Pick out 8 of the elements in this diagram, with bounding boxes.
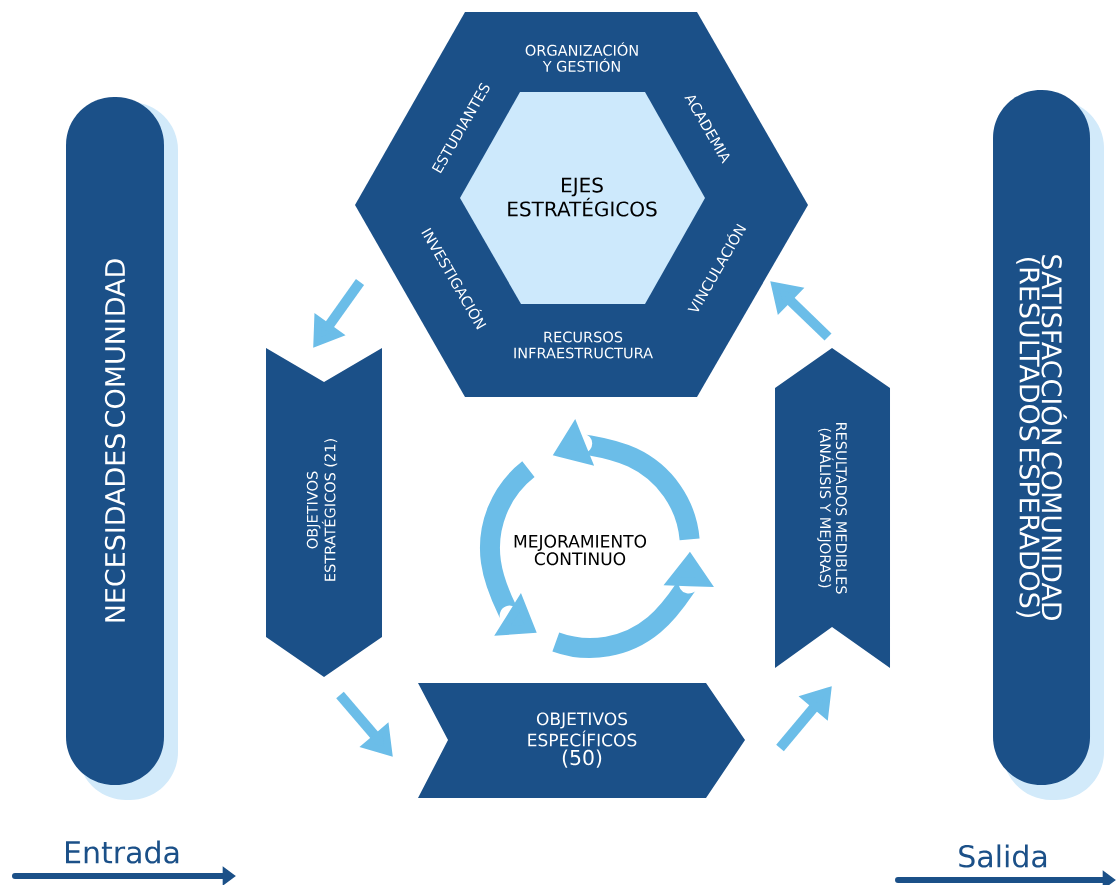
- chevron-banner: RESULTADOS MEDIBLES (ANÁLISIS Y MEJORAS): [775, 348, 890, 668]
- cycle-label: MEJORAMIENTO CONTINUO: [514, 534, 647, 566]
- pill-box: NECESIDADES COMUNIDAD: [66, 97, 178, 800]
- input-label: Entrada: [66, 840, 179, 864]
- pill-box: SATISFACCIÓN COMUNIDAD (RESULTADOS ESPERADOS): [993, 90, 1104, 800]
- chevron-banner: OBJETIVOS ESTRATÉGICOS (21): [266, 348, 382, 677]
- output-label: Salida: [959, 844, 1047, 868]
- chevron-banner: OBJETIVOS ESPECÍFICOS (50): [418, 683, 745, 798]
